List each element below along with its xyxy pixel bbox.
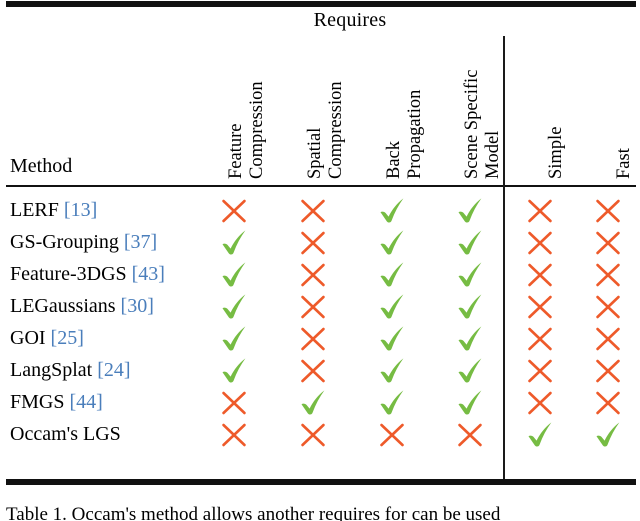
table-header-rule [6, 185, 636, 187]
citation-link[interactable]: [24] [97, 359, 131, 381]
cross-mark-icon [525, 388, 555, 418]
check-mark-icon [455, 196, 485, 226]
cross-mark-icon [298, 324, 328, 354]
cross-mark-icon [219, 196, 249, 226]
cross-mark-icon [298, 196, 328, 226]
method-name: FMGS [10, 391, 65, 413]
method-name: GS-Grouping [10, 231, 119, 253]
check-mark-icon [455, 324, 485, 354]
check-mark-icon [219, 324, 249, 354]
cross-mark-icon [525, 196, 555, 226]
citation-link[interactable]: [13] [63, 199, 98, 221]
check-mark-icon [377, 324, 407, 354]
cross-mark-icon [298, 420, 328, 450]
table-row-label: LERF [13] [10, 199, 97, 222]
citation-link[interactable]: [30] [120, 295, 154, 317]
check-mark-icon [377, 228, 407, 258]
cross-mark-icon [525, 228, 555, 258]
column-header-method: Method [10, 155, 73, 177]
citation-link[interactable]: [43] [131, 263, 165, 285]
cross-mark-icon [593, 324, 623, 354]
table-caption: Table 1. Occam's method allows another r… [6, 504, 501, 521]
check-mark-icon [455, 356, 485, 386]
table-row-label: GOI [25] [10, 327, 84, 350]
cross-mark-icon [525, 356, 555, 386]
table-row-label: FMGS [44] [10, 391, 103, 414]
column-header-spatial-compression-line-1: Spatial [305, 127, 325, 179]
column-header-scene-specific-model-line-2: Model [483, 130, 503, 179]
check-mark-icon [219, 356, 249, 386]
table-row-label: Feature-3DGS [43] [10, 263, 165, 286]
cross-mark-icon [525, 260, 555, 290]
check-mark-icon [219, 228, 249, 258]
check-mark-icon [219, 260, 249, 290]
column-header-back-propagation-line-1: Back [384, 140, 404, 179]
method-name: GOI [10, 327, 46, 349]
cross-mark-icon [298, 228, 328, 258]
column-header-feature-compression-line-2: Compression [247, 81, 267, 179]
check-mark-icon [455, 260, 485, 290]
cross-mark-icon [298, 260, 328, 290]
citation-link[interactable]: [37] [123, 231, 158, 253]
cross-mark-icon [593, 292, 623, 322]
column-header-back-propagation-line-2: Propagation [405, 89, 425, 179]
cross-mark-icon [525, 324, 555, 354]
cross-mark-icon [298, 356, 328, 386]
check-mark-icon [593, 420, 623, 450]
table-top-rule [6, 1, 636, 7]
check-mark-icon [377, 196, 407, 226]
column-header-spatial-compression-line-2: Compression [326, 81, 346, 179]
check-mark-icon [455, 228, 485, 258]
check-mark-icon [525, 420, 555, 450]
check-mark-icon [377, 388, 407, 418]
citation-link[interactable]: [25] [50, 327, 84, 349]
table-row-label: Occam's LGS [10, 423, 121, 446]
check-mark-icon [377, 260, 407, 290]
table-row-label: LangSplat [24] [10, 359, 131, 382]
group-header-requires: Requires [313, 9, 387, 31]
cross-mark-icon [593, 356, 623, 386]
cross-mark-icon [593, 196, 623, 226]
cross-mark-icon [593, 260, 623, 290]
column-header-simple-line-1: Simple [546, 126, 566, 179]
column-header-feature-compression-line-1: Feature [226, 123, 246, 179]
check-mark-icon [455, 388, 485, 418]
cross-mark-icon [525, 292, 555, 322]
check-mark-icon [455, 292, 485, 322]
method-name: LERF [10, 199, 59, 221]
check-mark-icon [377, 356, 407, 386]
check-mark-icon [377, 292, 407, 322]
check-mark-icon [298, 388, 328, 418]
column-header-scene-specific-model-line-1: Scene Specific [462, 69, 482, 179]
method-name: LangSplat [10, 359, 93, 381]
column-header-fast-line-1: Fast [614, 148, 634, 179]
method-name: Feature-3DGS [10, 263, 127, 285]
cross-mark-icon [298, 292, 328, 322]
table-row-label: LEGaussians [30] [10, 295, 154, 318]
cross-mark-icon [219, 420, 249, 450]
table-bottom-rule [6, 479, 636, 485]
check-mark-icon [219, 292, 249, 322]
cross-mark-icon [219, 388, 249, 418]
method-name: Occam's LGS [10, 423, 121, 445]
column-group-divider [503, 36, 505, 479]
table-row-label: GS-Grouping [37] [10, 231, 157, 254]
cross-mark-icon [455, 420, 485, 450]
cross-mark-icon [377, 420, 407, 450]
cross-mark-icon [593, 388, 623, 418]
citation-link[interactable]: [44] [69, 391, 103, 413]
method-name: LEGaussians [10, 295, 116, 317]
cross-mark-icon [593, 228, 623, 258]
